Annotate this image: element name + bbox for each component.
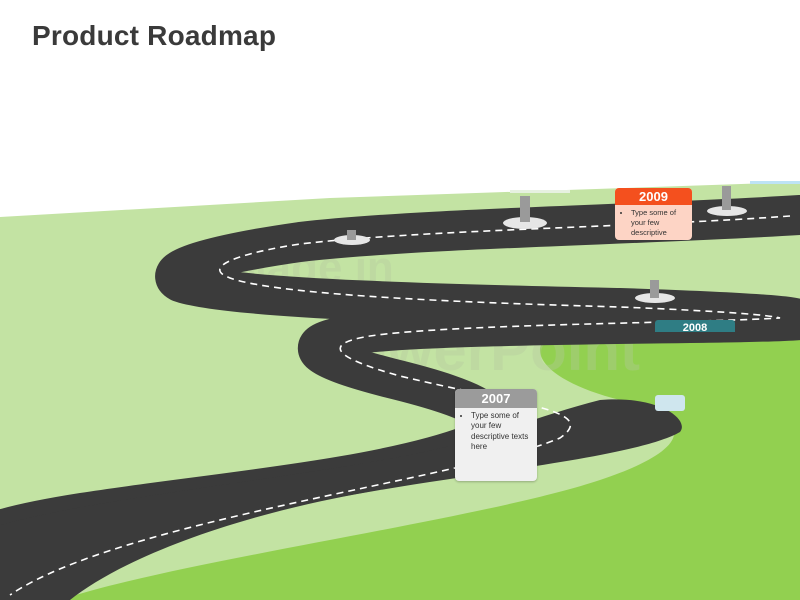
milestone-sign-2008: 2008 bbox=[655, 320, 735, 332]
milestone-year: 2007 bbox=[455, 389, 537, 408]
milestone-text: Type some of your few descriptive texts … bbox=[471, 411, 533, 453]
sign-tab bbox=[655, 395, 685, 411]
signpost bbox=[334, 230, 370, 245]
front-grass bbox=[60, 320, 800, 600]
milestone-sign-2009: 2009 Type some of your few descriptive bbox=[615, 188, 692, 240]
road-centerline bbox=[9, 215, 791, 596]
horizon-strip bbox=[750, 181, 800, 184]
signpost bbox=[635, 280, 675, 303]
milestone-year: 2008 bbox=[682, 322, 708, 332]
milestone-text: Type some of your few descriptive bbox=[631, 208, 688, 237]
horizon-strip bbox=[510, 190, 570, 193]
signpost bbox=[503, 196, 547, 229]
page-title: Product Roadmap bbox=[32, 20, 277, 51]
milestone-sign-2007: 2007 Type some of your few descriptive t… bbox=[455, 389, 537, 481]
milestone-year: 2009 bbox=[615, 188, 692, 205]
signpost bbox=[707, 186, 747, 216]
